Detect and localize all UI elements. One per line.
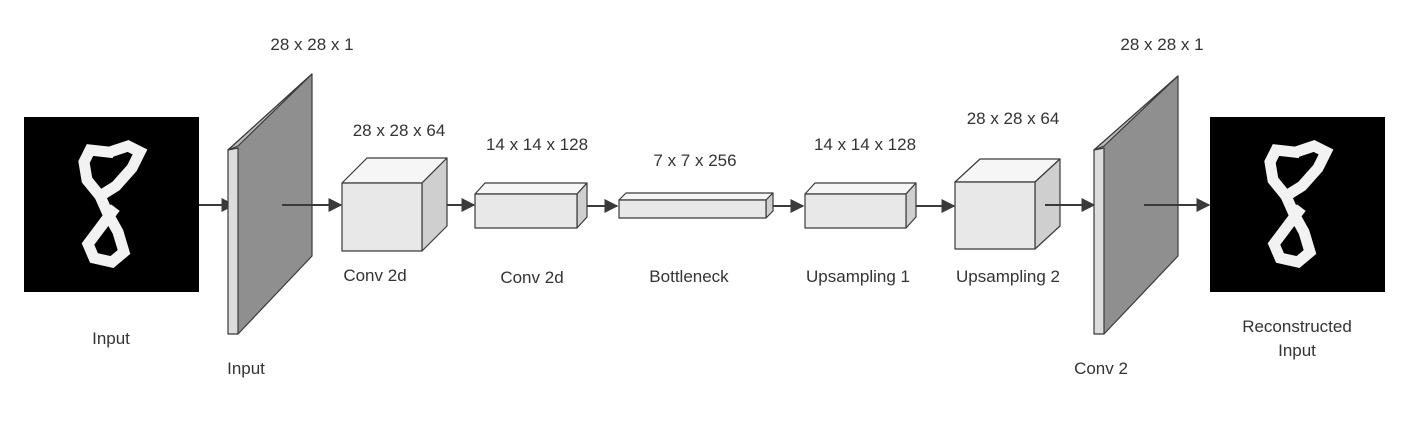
- upsampling1-dims: 14 x 14 x 128: [814, 135, 916, 154]
- conv2-dims: 14 x 14 x 128: [486, 135, 588, 154]
- bottleneck-dims: 7 x 7 x 256: [653, 151, 736, 170]
- input-digit-image: [24, 117, 199, 292]
- input-image-caption: Input: [92, 329, 130, 348]
- input-layer-dims: 28 x 28 x 1: [270, 35, 353, 54]
- upsampling1-block: [804, 182, 917, 229]
- output-layer-name: Conv 2: [1074, 359, 1128, 378]
- input-layer-slab: [227, 73, 313, 335]
- upsampling1-name: Upsampling 1: [806, 267, 910, 286]
- conv2-block: [474, 182, 588, 229]
- reconstructed-caption-line2: Input: [1278, 341, 1316, 360]
- reconstructed-digit-image: [1210, 117, 1385, 292]
- upsampling2-name: Upsampling 2: [956, 267, 1060, 286]
- bottleneck-name: Bottleneck: [649, 267, 729, 286]
- conv2-name: Conv 2d: [500, 268, 563, 287]
- conv1-dims: 28 x 28 x 64: [353, 121, 446, 140]
- output-layer-dims: 28 x 28 x 1: [1120, 35, 1203, 54]
- conv1-block: [341, 157, 448, 252]
- reconstructed-caption-line1: Reconstructed: [1242, 317, 1352, 336]
- input-layer-name: Input: [227, 359, 265, 378]
- upsampling2-dims: 28 x 28 x 64: [967, 109, 1060, 128]
- upsampling2-block: [954, 158, 1061, 250]
- output-layer-slab: [1093, 75, 1179, 335]
- bottleneck-block: [618, 192, 774, 219]
- conv1-name: Conv 2d: [343, 266, 406, 285]
